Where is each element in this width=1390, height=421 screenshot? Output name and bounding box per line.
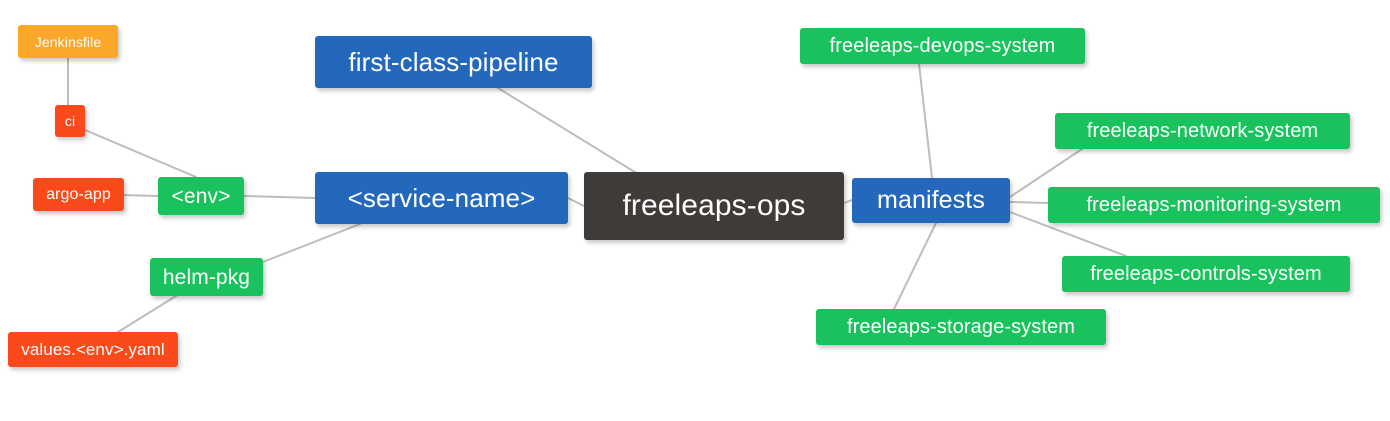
node-label-ci: ci	[64, 113, 76, 129]
node-label-argo-app: argo-app	[46, 185, 111, 203]
edge-ops-manifests	[843, 199, 853, 204]
node-label-freeleaps-storage-system: freeleaps-storage-system	[846, 316, 1076, 338]
edge-manifests-monitoring	[1009, 201, 1049, 204]
node-label-freeleaps-controls-system: freeleaps-controls-system	[1090, 263, 1322, 285]
node-argo-app[interactable]: argo-app	[33, 178, 124, 211]
node-freeleaps-storage-system[interactable]: freeleaps-storage-system	[816, 309, 1106, 345]
edge-env-ci	[84, 129, 197, 178]
edge-ops-pipeline	[497, 87, 639, 175]
node-label-env: <env>	[171, 184, 231, 208]
node-freeleaps-controls-system[interactable]: freeleaps-controls-system	[1062, 256, 1350, 292]
node-label-manifests: manifests	[877, 186, 985, 214]
node-service-name[interactable]: <service-name>	[315, 172, 568, 224]
node-label-jenkinsfile: Jenkinsfile	[34, 33, 102, 50]
node-label-freeleaps-ops: freeleaps-ops	[622, 189, 806, 222]
node-label-freeleaps-devops-system: freeleaps-devops-system	[829, 35, 1056, 57]
edge-manifests-devops	[918, 63, 933, 179]
node-label-freeleaps-network-system: freeleaps-network-system	[1086, 120, 1319, 142]
edge-helm-values	[117, 295, 177, 333]
node-label-first-class-pipeline: first-class-pipeline	[348, 47, 559, 77]
node-first-class-pipeline[interactable]: first-class-pipeline	[315, 36, 592, 88]
edge-service-env	[243, 195, 316, 199]
node-label-helm-pkg: helm-pkg	[162, 265, 251, 289]
edge-manifests-storage	[893, 222, 937, 310]
node-freeleaps-ops[interactable]: freeleaps-ops	[584, 172, 844, 240]
node-helm-pkg[interactable]: helm-pkg	[150, 258, 263, 296]
node-freeleaps-devops-system[interactable]: freeleaps-devops-system	[800, 28, 1085, 64]
node-freeleaps-monitoring-system[interactable]: freeleaps-monitoring-system	[1048, 187, 1380, 223]
edge-ops-service	[567, 197, 585, 207]
node-label-service-name: <service-name>	[347, 183, 536, 213]
node-values-env-yaml[interactable]: values.<env>.yaml	[8, 332, 178, 367]
node-freeleaps-network-system[interactable]: freeleaps-network-system	[1055, 113, 1350, 149]
node-ci[interactable]: ci	[55, 105, 85, 137]
node-manifests[interactable]: manifests	[852, 178, 1010, 223]
node-env[interactable]: <env>	[158, 177, 244, 215]
node-jenkinsfile[interactable]: Jenkinsfile	[18, 25, 118, 58]
node-label-values-env-yaml: values.<env>.yaml	[21, 340, 165, 359]
node-label-freeleaps-monitoring-system: freeleaps-monitoring-system	[1086, 194, 1342, 216]
edge-env-argo	[123, 194, 159, 197]
edge-service-helm	[262, 223, 361, 263]
